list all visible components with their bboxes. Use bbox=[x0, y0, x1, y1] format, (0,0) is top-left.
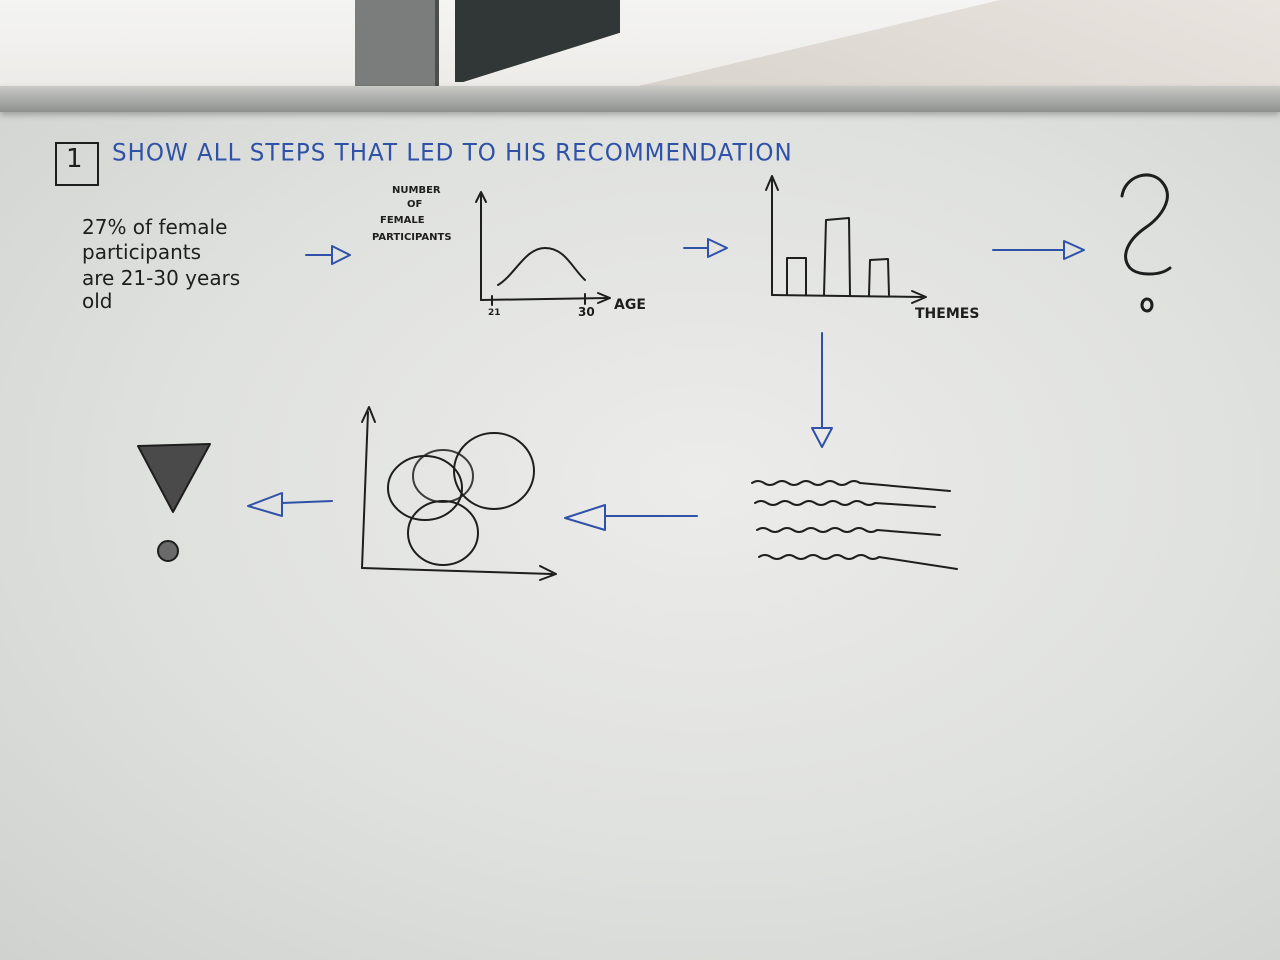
question-mark-icon bbox=[1120, 173, 1172, 313]
arrow-linechart-to-barchart bbox=[683, 238, 728, 258]
arrow-text-to-venn bbox=[564, 504, 698, 531]
step-number-box bbox=[55, 142, 99, 186]
statement-line-3: are 21-30 years bbox=[82, 266, 241, 290]
exclamation-mark-icon bbox=[137, 443, 211, 562]
line-chart-ylabel-3: FEMALE bbox=[380, 215, 425, 226]
bar-chart-sketch bbox=[765, 175, 927, 304]
arrow-down-to-text bbox=[811, 332, 833, 448]
text-lines-sketch bbox=[751, 480, 958, 570]
whiteboard-rail bbox=[0, 86, 1280, 112]
title: SHOW ALL STEPS THAT LED TO HIS RECOMMEND… bbox=[112, 139, 793, 167]
line-chart-tick-left: 21 bbox=[488, 308, 501, 318]
arrow-barchart-to-question bbox=[992, 240, 1085, 260]
statement-line-4: old bbox=[82, 289, 113, 313]
line-chart-sketch bbox=[475, 191, 611, 306]
statement-line-1: 27% of female bbox=[82, 215, 228, 239]
bar-chart-xlabel: THEMES bbox=[915, 306, 980, 322]
statement-line-2: participants bbox=[82, 240, 202, 264]
line-chart-ylabel-4: PARTICIPANTS bbox=[372, 232, 452, 243]
venn-diagram-sketch bbox=[361, 406, 557, 581]
arrow-statement-to-linechart bbox=[305, 245, 351, 265]
arrow-venn-to-exclamation bbox=[247, 492, 333, 517]
window-frame bbox=[355, 0, 439, 88]
whiteboard bbox=[0, 90, 1280, 960]
line-chart-ylabel-2: OF bbox=[407, 199, 423, 210]
step-number: 1 bbox=[66, 144, 83, 174]
line-chart-xlabel: AGE bbox=[614, 297, 646, 313]
line-chart-tick-right: 30 bbox=[578, 305, 595, 319]
line-chart-ylabel-1: NUMBER bbox=[392, 185, 441, 196]
